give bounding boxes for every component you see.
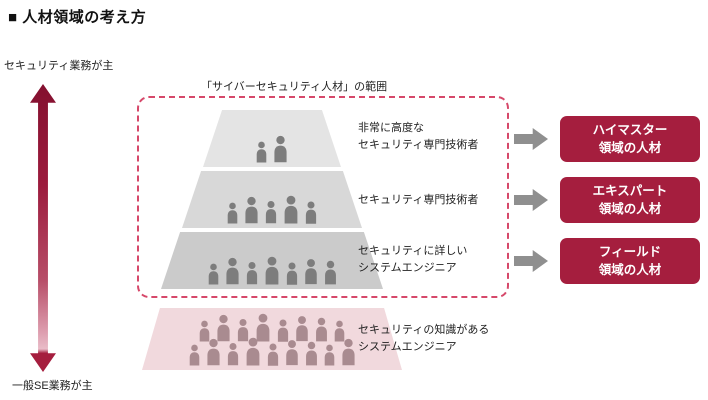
layer-label-line: セキュリティに詳しい: [358, 245, 468, 257]
layer-label-line: システムエンジニア: [358, 261, 457, 274]
layer-3-label: セキュリティに詳しい システムエンジニア: [358, 243, 467, 276]
vertical-double-arrow-icon: [30, 84, 56, 372]
person-icon: [206, 338, 220, 366]
pyramid-layer-1: [203, 110, 341, 167]
target-box-line: エキスパート: [592, 183, 668, 198]
person-icon: [334, 320, 345, 342]
axis-top-label: セキュリティ業務が主: [4, 60, 114, 72]
person-icon: [217, 314, 230, 342]
person-icon: [305, 341, 317, 366]
layer-label-line: セキュリティの知識がある: [358, 324, 490, 336]
scope-label: 「サイバーセキュリティ人材」の範囲: [201, 81, 388, 93]
person-icon: [208, 263, 218, 285]
person-icon: [246, 261, 257, 285]
target-box-expert: エキスパート 領域の人材: [560, 177, 700, 223]
person-icon: [341, 338, 355, 366]
people-row: [187, 337, 358, 366]
person-icon: [245, 196, 258, 224]
person-icon: [189, 344, 199, 366]
person-icon: [225, 257, 239, 285]
person-icon: [274, 135, 287, 163]
person-icon: [305, 201, 317, 224]
layer-label-line: システムエンジニア: [358, 340, 457, 353]
arrow-right-icon: [514, 189, 548, 211]
target-box-line: ハイマスター: [592, 122, 668, 137]
person-icon: [227, 342, 238, 366]
person-icon: [246, 337, 259, 366]
person-icon: [316, 317, 327, 342]
layer-2-label: セキュリティ専門技術者: [358, 192, 478, 209]
pyramid-layer-2: [182, 171, 362, 228]
target-box-line: 領域の人材: [598, 202, 662, 216]
person-icon: [277, 319, 289, 342]
person-icon: [237, 318, 249, 342]
layer-label-line: 非常に高度な: [358, 122, 424, 134]
layer-4-label: セキュリティの知識がある システムエンジニア: [358, 322, 489, 355]
layer-label-line: セキュリティ専門技術者: [358, 138, 479, 151]
person-icon: [265, 256, 278, 285]
person-icon: [285, 340, 298, 366]
people-row: [225, 195, 319, 224]
axis-bottom-label: 一般SE業務が主: [12, 380, 93, 392]
person-icon: [284, 195, 298, 224]
scope-dashed-border: [137, 96, 509, 298]
people-row: [254, 135, 290, 163]
person-icon: [227, 202, 238, 224]
arrow-right-icon: [514, 250, 548, 272]
layer-label-line: セキュリティ専門技術者: [358, 194, 479, 206]
people-row: [206, 256, 339, 285]
person-icon: [296, 316, 308, 342]
person-icon: [199, 320, 210, 342]
person-icon: [256, 141, 267, 163]
person-icon: [286, 262, 297, 285]
person-icon: [324, 344, 334, 366]
target-box-line: フィールド: [598, 244, 662, 259]
target-box-field: フィールド 領域の人材: [560, 238, 700, 284]
layer-1-label: 非常に高度な セキュリティ専門技術者: [358, 120, 478, 153]
target-box-line: 領域の人材: [598, 263, 662, 277]
person-icon: [324, 260, 336, 285]
target-box-himaster: ハイマスター 領域の人材: [560, 116, 700, 162]
page-title: ■ 人材領域の考え方: [8, 9, 147, 26]
person-icon: [256, 313, 270, 342]
person-icon: [267, 343, 278, 366]
people-row: [197, 313, 347, 342]
person-icon: [304, 259, 317, 285]
pyramid-layer-3: [161, 232, 383, 289]
person-icon: [265, 200, 277, 224]
target-box-line: 領域の人材: [598, 141, 662, 155]
pyramid-layer-4: [142, 308, 402, 370]
arrow-right-icon: [514, 128, 548, 150]
